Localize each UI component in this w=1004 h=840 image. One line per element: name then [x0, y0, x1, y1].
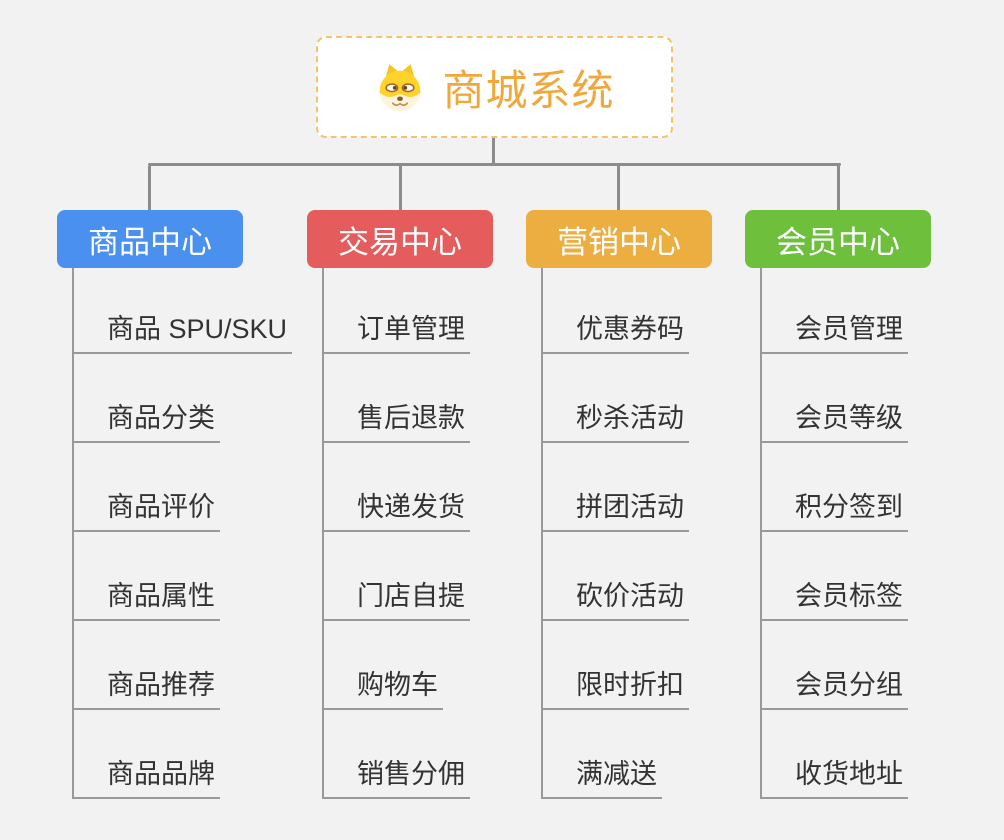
branch-trade-center: 交易中心 订单管理 售后退款 快递发货 门店自提 购物车 销售分佣	[307, 210, 493, 799]
connector-trunk	[148, 163, 841, 166]
leaf-node[interactable]: 商品分类	[74, 354, 220, 443]
leaf-node[interactable]: 秒杀活动	[543, 354, 689, 443]
leaf-node[interactable]: 快递发货	[324, 443, 470, 532]
branch-children-product: 商品 SPU/SKU 商品分类 商品评价 商品属性 商品推荐 商品品牌	[72, 268, 293, 799]
leaf-node[interactable]: 优惠券码	[543, 268, 689, 354]
leaf-node[interactable]: 门店自提	[324, 532, 470, 621]
doge-face-icon	[380, 64, 421, 112]
branch-product-center: 商品中心 商品 SPU/SKU 商品分类 商品评价 商品属性 商品推荐 商品品牌	[57, 210, 293, 799]
branch-marketing-center: 营销中心 优惠券码 秒杀活动 拼团活动 砍价活动 限时折扣 满减送	[526, 210, 712, 799]
connector-root-stub	[492, 138, 495, 165]
connector-drop-product	[148, 166, 151, 210]
branch-node-product-center[interactable]: 商品中心	[57, 210, 243, 268]
connector-drop-marketing	[617, 166, 620, 210]
leaf-node[interactable]: 会员分组	[762, 621, 908, 710]
leaf-node[interactable]: 积分签到	[762, 443, 908, 532]
leaf-node[interactable]: 售后退款	[324, 354, 470, 443]
leaf-node[interactable]: 满减送	[543, 710, 662, 799]
leaf-node[interactable]: 销售分佣	[324, 710, 470, 799]
branch-children-marketing: 优惠券码 秒杀活动 拼团活动 砍价活动 限时折扣 满减送	[541, 268, 689, 799]
leaf-node[interactable]: 商品属性	[74, 532, 220, 621]
branch-children-member: 会员管理 会员等级 积分签到 会员标签 会员分组 收货地址	[760, 268, 908, 799]
leaf-node[interactable]: 商品 SPU/SKU	[74, 268, 293, 354]
leaf-node[interactable]: 会员标签	[762, 532, 908, 621]
leaf-node[interactable]: 商品评价	[74, 443, 220, 532]
leaf-node[interactable]: 砍价活动	[543, 532, 689, 621]
branch-children-trade: 订单管理 售后退款 快递发货 门店自提 购物车 销售分佣	[322, 268, 470, 799]
leaf-node[interactable]: 限时折扣	[543, 621, 689, 710]
leaf-node[interactable]: 商品推荐	[74, 621, 220, 710]
leaf-node[interactable]: 收货地址	[762, 710, 908, 799]
leaf-node[interactable]: 商品品牌	[74, 710, 220, 799]
leaf-node[interactable]: 会员管理	[762, 268, 908, 354]
connector-drop-trade	[399, 166, 402, 210]
leaf-node[interactable]: 购物车	[324, 621, 443, 710]
branch-node-marketing-center[interactable]: 营销中心	[526, 210, 712, 268]
branch-member-center: 会员中心 会员管理 会员等级 积分签到 会员标签 会员分组 收货地址	[745, 210, 931, 799]
root-title: 商城系统	[442, 66, 615, 114]
connector-drop-member	[837, 166, 840, 210]
branch-node-trade-center[interactable]: 交易中心	[307, 210, 493, 268]
root-node-mall-system[interactable]: 商城系统	[316, 36, 673, 138]
leaf-node[interactable]: 拼团活动	[543, 443, 689, 532]
leaf-node[interactable]: 会员等级	[762, 354, 908, 443]
leaf-node[interactable]: 订单管理	[324, 268, 470, 354]
branch-node-member-center[interactable]: 会员中心	[745, 210, 931, 268]
